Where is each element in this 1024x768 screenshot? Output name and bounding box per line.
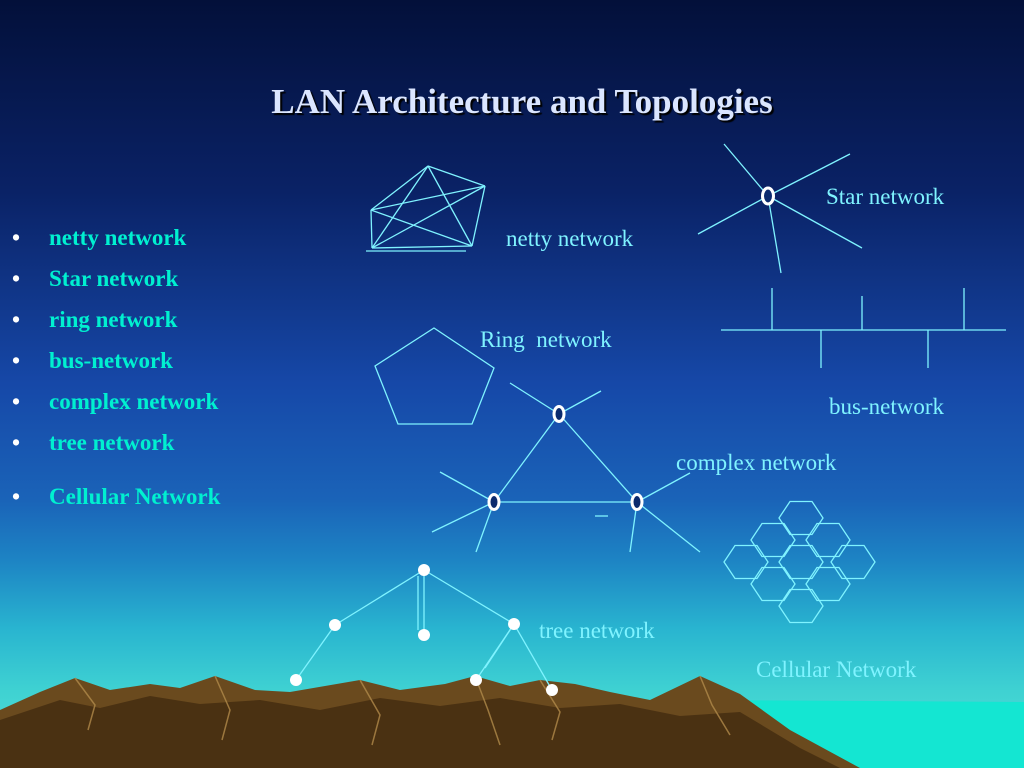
tree-node-left xyxy=(329,619,341,631)
tree-node-leaf-3 xyxy=(546,684,558,696)
tree-node-middle xyxy=(418,629,430,641)
label-star-network: Star network xyxy=(826,184,945,209)
complex-network-diagram xyxy=(431,382,701,553)
cell-hexagon xyxy=(723,544,769,580)
cellular-network-diagram xyxy=(723,500,876,624)
bullet-star-network: Star network xyxy=(12,263,220,304)
mountain-landscape xyxy=(0,675,1024,768)
label-netty-network: netty network xyxy=(506,226,634,251)
bullet-ring-network: ring network xyxy=(12,304,220,345)
cell-hexagon xyxy=(750,566,796,602)
cell-hexagon xyxy=(830,544,876,580)
tree-node-right xyxy=(508,618,520,630)
cell-hexagon xyxy=(778,500,824,536)
cell-hexagon xyxy=(778,588,824,624)
topology-bullet-list: netty network Star network ring network … xyxy=(12,222,220,522)
complex-node-left xyxy=(487,493,501,511)
star-network-diagram xyxy=(697,143,863,274)
mountain-shading xyxy=(0,696,840,768)
tree-node-root xyxy=(418,564,430,576)
bus-network-diagram xyxy=(721,288,1006,368)
bullet-tree-network: tree network xyxy=(12,427,220,468)
tree-node-leaf-1 xyxy=(290,674,302,686)
tree-network-diagram xyxy=(290,564,558,696)
cell-hexagon xyxy=(778,544,824,580)
cell-hexagon xyxy=(750,522,796,558)
bullet-bus-network: bus-network xyxy=(12,345,220,386)
tree-node-leaf-2 xyxy=(470,674,482,686)
bullet-netty-network: netty network xyxy=(12,222,220,263)
bullet-complex-network: complex network xyxy=(12,386,220,427)
bullet-cellular-network: Cellular Network xyxy=(12,481,220,522)
complex-node-right xyxy=(630,493,644,511)
ring-network-diagram xyxy=(374,327,495,425)
label-cellular-network: Cellular Network xyxy=(756,657,917,682)
label-bus-network: bus-network xyxy=(829,394,944,419)
complex-node-top xyxy=(552,405,566,423)
slide-title: LAN Architecture and Topologies xyxy=(271,82,773,121)
cell-hexagon xyxy=(805,566,851,602)
label-tree-network: tree network xyxy=(539,618,655,643)
star-hub-node xyxy=(761,186,775,206)
label-ring-network: Ring network xyxy=(480,327,612,352)
netty-network-diagram xyxy=(366,165,486,252)
cell-hexagon xyxy=(805,522,851,558)
label-complex-network: complex network xyxy=(676,450,837,475)
